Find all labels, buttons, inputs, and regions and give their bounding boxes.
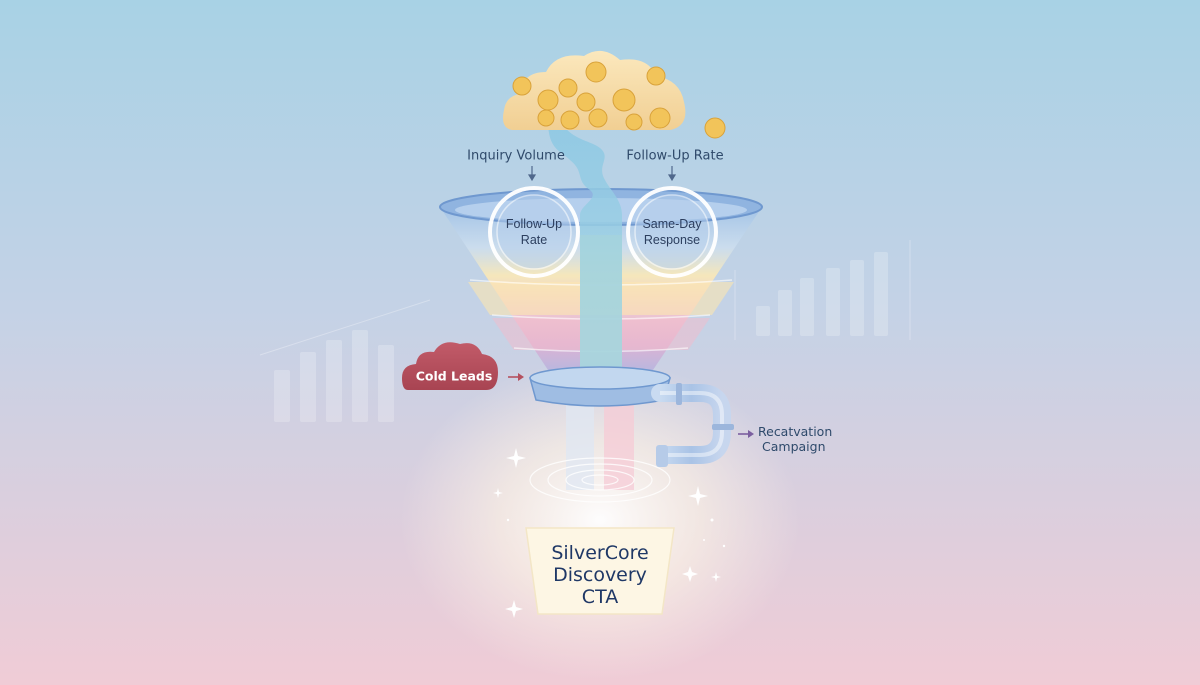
- background-bars-left: [274, 330, 394, 422]
- stream-column: [580, 235, 622, 370]
- background-grid-lines: [259, 240, 911, 356]
- badge-follow-up-rate: [488, 186, 580, 278]
- cta-line: SilverCore: [551, 542, 649, 564]
- cta-box: [525, 527, 675, 615]
- follow-up-rate-label: Follow-Up Rate: [626, 148, 724, 164]
- cta-line: Discovery: [553, 564, 647, 586]
- cold-leads-cloud-icon: [402, 342, 498, 390]
- arrow-icon: [667, 166, 677, 182]
- reactivation-line: Campaign: [762, 439, 826, 454]
- cta-glow: [400, 360, 800, 680]
- arrow-icon: [738, 430, 754, 438]
- cold-leads-label: Cold Leads: [415, 368, 493, 384]
- pipe-icon: [651, 383, 734, 467]
- spout-column-right: [604, 400, 634, 490]
- cta-line: CTA: [581, 586, 619, 608]
- spout-column-left: [566, 400, 594, 490]
- badge-line: Same-Day: [642, 217, 702, 231]
- ripple-rings: [529, 457, 671, 503]
- coin-cloud-icon: [503, 50, 726, 139]
- inquiry-volume-label: Inquiry Volume: [467, 148, 565, 164]
- sparkle-icon: [493, 448, 726, 618]
- reactivation-campaign-label: Recatvation Campaign: [758, 424, 868, 454]
- badge-follow-up-rate-label: Follow-Up Rate: [489, 216, 579, 248]
- badge-same-day-response-label: Same-Day Response: [627, 216, 717, 248]
- arrow-icon: [527, 166, 537, 182]
- arrow-icon: [508, 373, 524, 381]
- badge-line: Response: [643, 233, 701, 247]
- funnel-neck-rim: [529, 366, 671, 390]
- reactivation-line: Recatvation: [758, 424, 833, 439]
- badge-same-day-response: [626, 186, 718, 278]
- badge-line: Follow-Up: [505, 217, 563, 231]
- cta-label: SilverCore Discovery CTA: [525, 542, 675, 608]
- background-bars-right: [756, 252, 888, 336]
- badge-line: Rate: [520, 233, 548, 247]
